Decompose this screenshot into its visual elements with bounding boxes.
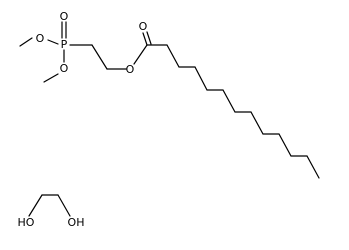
atom-o-methoxy-lower-label: O [60, 62, 69, 75]
bond-p-omethoxy-upper [47, 39, 59, 45]
bond-omethoxy-lower-ch3 [43, 73, 59, 83]
bond-ch2-ch2 [91, 44, 108, 70]
bond-alkyl-chain [146, 44, 320, 179]
bond-ch2-oh [57, 194, 71, 217]
bond-ho-ch2 [28, 194, 43, 217]
bond-omethoxy-upper-ch3 [19, 37, 33, 47]
bond-oester-carbonyl-c [133, 44, 148, 65]
atom-p-label: P [61, 38, 68, 51]
atom-oh-label: OH [68, 216, 85, 229]
atom-o-ester-label: O [126, 63, 135, 76]
bond-c-o-double-a [142, 32, 148, 46]
phosphonate-ester-bonds [19, 21, 320, 179]
atom-o-carbonyl-label: O [139, 20, 148, 33]
atom-o-phosphoryl-label: O [60, 10, 69, 23]
bond-c-o-double-b [146, 31, 152, 45]
ethylene-glycol-bonds [28, 194, 71, 217]
atom-o-methoxy-upper-label: O [36, 32, 45, 45]
atom-ho-label: HO [18, 216, 35, 229]
